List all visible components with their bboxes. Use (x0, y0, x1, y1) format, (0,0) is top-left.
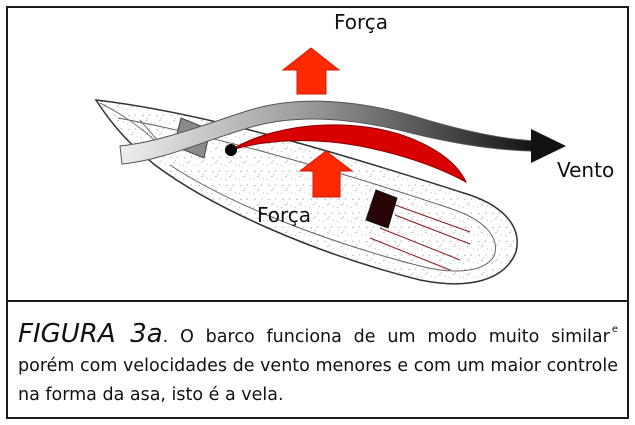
wind-arrow-head (531, 129, 566, 163)
caption-line1: . O barco funciona de um modo muito simi… (162, 327, 610, 347)
caption-body: porém com velocidades de vento menores e… (18, 356, 618, 405)
sailboat-diagram (94, 47, 566, 285)
caption-divider (6, 300, 629, 302)
mast-point (225, 144, 237, 156)
force-arrow-mid (298, 150, 354, 198)
deck-stripes (369, 204, 471, 271)
caption-superscript: e (611, 324, 618, 335)
figure-caption: FIGURA 3a. O barco funciona de um modo m… (18, 315, 618, 410)
figure-label: FIGURA 3a (18, 319, 163, 349)
sail (230, 124, 468, 184)
force-arrow-top (281, 47, 341, 95)
force-label-top: Força (334, 10, 389, 34)
cockpit (365, 189, 398, 229)
force-label-mid: Força (257, 203, 312, 227)
deck-line (117, 117, 496, 272)
wind-label: Vento (557, 158, 615, 182)
